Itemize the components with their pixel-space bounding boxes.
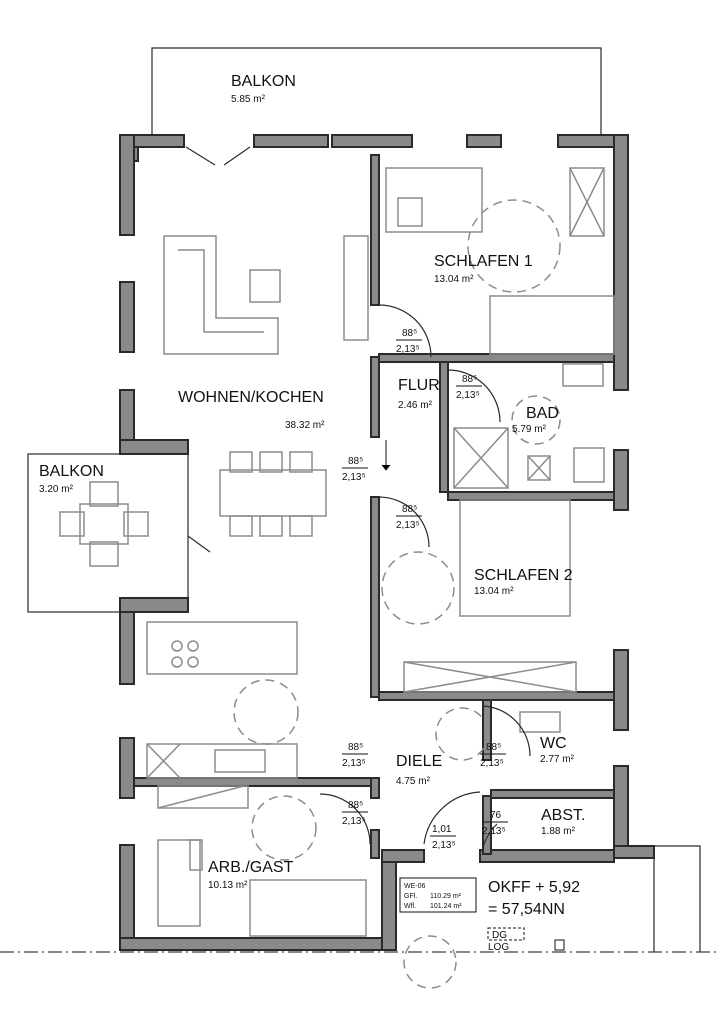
room-label-flur: FLUR 2.46 m² (398, 377, 440, 411)
svg-text:1,01: 1,01 (432, 824, 452, 835)
door-swings (185, 146, 531, 849)
svg-text:BALKON: BALKON (39, 463, 104, 480)
svg-text:13.04 m²: 13.04 m² (474, 586, 514, 597)
svg-text:2.77 m²: 2.77 m² (540, 754, 575, 765)
svg-text:2,13⁵: 2,13⁵ (342, 472, 366, 483)
furniture (59, 167, 615, 989)
svg-text:3.20 m²: 3.20 m² (39, 484, 74, 495)
room-label-balkon-left: BALKON 3.20 m² (39, 463, 104, 495)
room-label-schlafen-2: SCHLAFEN 2 13.04 m² (474, 567, 573, 597)
svg-text:1.88 m²: 1.88 m² (541, 826, 576, 837)
unit-info-box: WE-06 GFl. 110.29 m² Wfl. 101.24 m² (399, 877, 477, 913)
svg-text:13.04 m²: 13.04 m² (434, 274, 474, 285)
room-label-balkon-top: BALKON 5.85 m² (231, 73, 296, 105)
svg-text:5.79 m²: 5.79 m² (512, 424, 547, 435)
svg-text:2,13⁵: 2,13⁵ (342, 816, 366, 827)
room-label-arb-gast: ARB./GAST 10.13 m² (208, 859, 294, 891)
svg-text:ABST.: ABST. (541, 807, 585, 824)
unit-id: WE-06 (404, 883, 426, 890)
door-dim-wc: 88⁵ 2,13⁵ (480, 742, 506, 769)
svg-text:88⁵: 88⁵ (348, 800, 363, 811)
svg-text:2,13⁵: 2,13⁵ (396, 520, 420, 531)
svg-text:SCHLAFEN 2: SCHLAFEN 2 (474, 567, 573, 584)
svg-text:SCHLAFEN 1: SCHLAFEN 1 (434, 253, 533, 270)
room-label-diele: DIELE 4.75 m² (396, 753, 442, 787)
room-label-bad: BAD 5.79 m² (512, 405, 559, 435)
room-label-wohnen-kochen: WOHNEN/KOCHEN 38.32 m² (178, 389, 325, 431)
wfl-label: Wfl. (404, 903, 416, 910)
svg-text:2.46 m²: 2.46 m² (398, 400, 433, 411)
level-dg: DG (492, 930, 507, 941)
room-label-wc: WC 2.77 m² (540, 735, 575, 765)
svg-text:5.85 m²: 5.85 m² (231, 94, 266, 105)
level-annotation: OKFF + 5,92 = 57,54NN DG LOG (487, 879, 580, 953)
balcony-left-outline (27, 453, 189, 613)
door-dim-entry: 1,01 2,13⁵ (430, 824, 456, 851)
svg-text:88⁵: 88⁵ (402, 504, 417, 515)
svg-text:BALKON: BALKON (231, 73, 296, 90)
svg-text:38.32 m²: 38.32 m² (285, 420, 325, 431)
svg-text:88⁵: 88⁵ (462, 374, 477, 385)
door-dim-kitchen: 88⁵ 2,13⁵ (342, 742, 368, 769)
level-okff: OKFF + 5,92 (488, 879, 580, 896)
balcony-top-outline (151, 47, 602, 135)
svg-text:FLUR: FLUR (398, 377, 440, 394)
gfl-label: GFl. (404, 893, 417, 900)
exterior-walls (119, 134, 655, 951)
svg-text:WOHNEN/KOCHEN: WOHNEN/KOCHEN (178, 389, 324, 406)
room-label-abst: ABST. 1.88 m² (541, 807, 585, 837)
door-dim-wohnen: 88⁵ 2,13⁵ (342, 456, 368, 483)
svg-text:2,13⁵: 2,13⁵ (482, 826, 506, 837)
svg-text:2,13⁵: 2,13⁵ (456, 390, 480, 401)
svg-text:88⁵: 88⁵ (348, 742, 363, 753)
svg-text:2,13⁵: 2,13⁵ (342, 758, 366, 769)
section-cut-line (0, 845, 720, 953)
level-log: LOG (488, 942, 509, 953)
svg-text:ARB./GAST: ARB./GAST (208, 859, 294, 876)
svg-text:10.13 m²: 10.13 m² (208, 880, 248, 891)
gfl-value: 110.29 m² (430, 893, 462, 900)
svg-text:76: 76 (490, 810, 502, 821)
svg-text:DIELE: DIELE (396, 753, 442, 770)
door-dim-arb-gast: 88⁵ 2,13⁵ (342, 800, 368, 827)
svg-text:4.75 m²: 4.75 m² (396, 776, 431, 787)
door-dim-schlafen-2: 88⁵ 2,13⁵ (396, 504, 422, 531)
door-dim-bad: 88⁵ 2,13⁵ (456, 374, 482, 401)
svg-text:WC: WC (540, 735, 567, 752)
door-dim-abst: 76 2,13⁵ (482, 810, 508, 837)
svg-text:88⁵: 88⁵ (486, 742, 501, 753)
room-label-schlafen-1: SCHLAFEN 1 13.04 m² (434, 253, 533, 285)
svg-text:BAD: BAD (526, 405, 559, 422)
svg-text:88⁵: 88⁵ (348, 456, 363, 467)
svg-text:88⁵: 88⁵ (402, 328, 417, 339)
svg-text:2,13⁵: 2,13⁵ (396, 344, 420, 355)
level-nn: = 57,54NN (488, 901, 565, 918)
wfl-value: 101.24 m² (430, 903, 462, 910)
door-dim-schlafen-1: 88⁵ 2,13⁵ (396, 328, 422, 355)
svg-text:2,13⁵: 2,13⁵ (480, 758, 504, 769)
svg-text:2,13⁵: 2,13⁵ (432, 840, 456, 851)
interior-walls (133, 154, 615, 859)
